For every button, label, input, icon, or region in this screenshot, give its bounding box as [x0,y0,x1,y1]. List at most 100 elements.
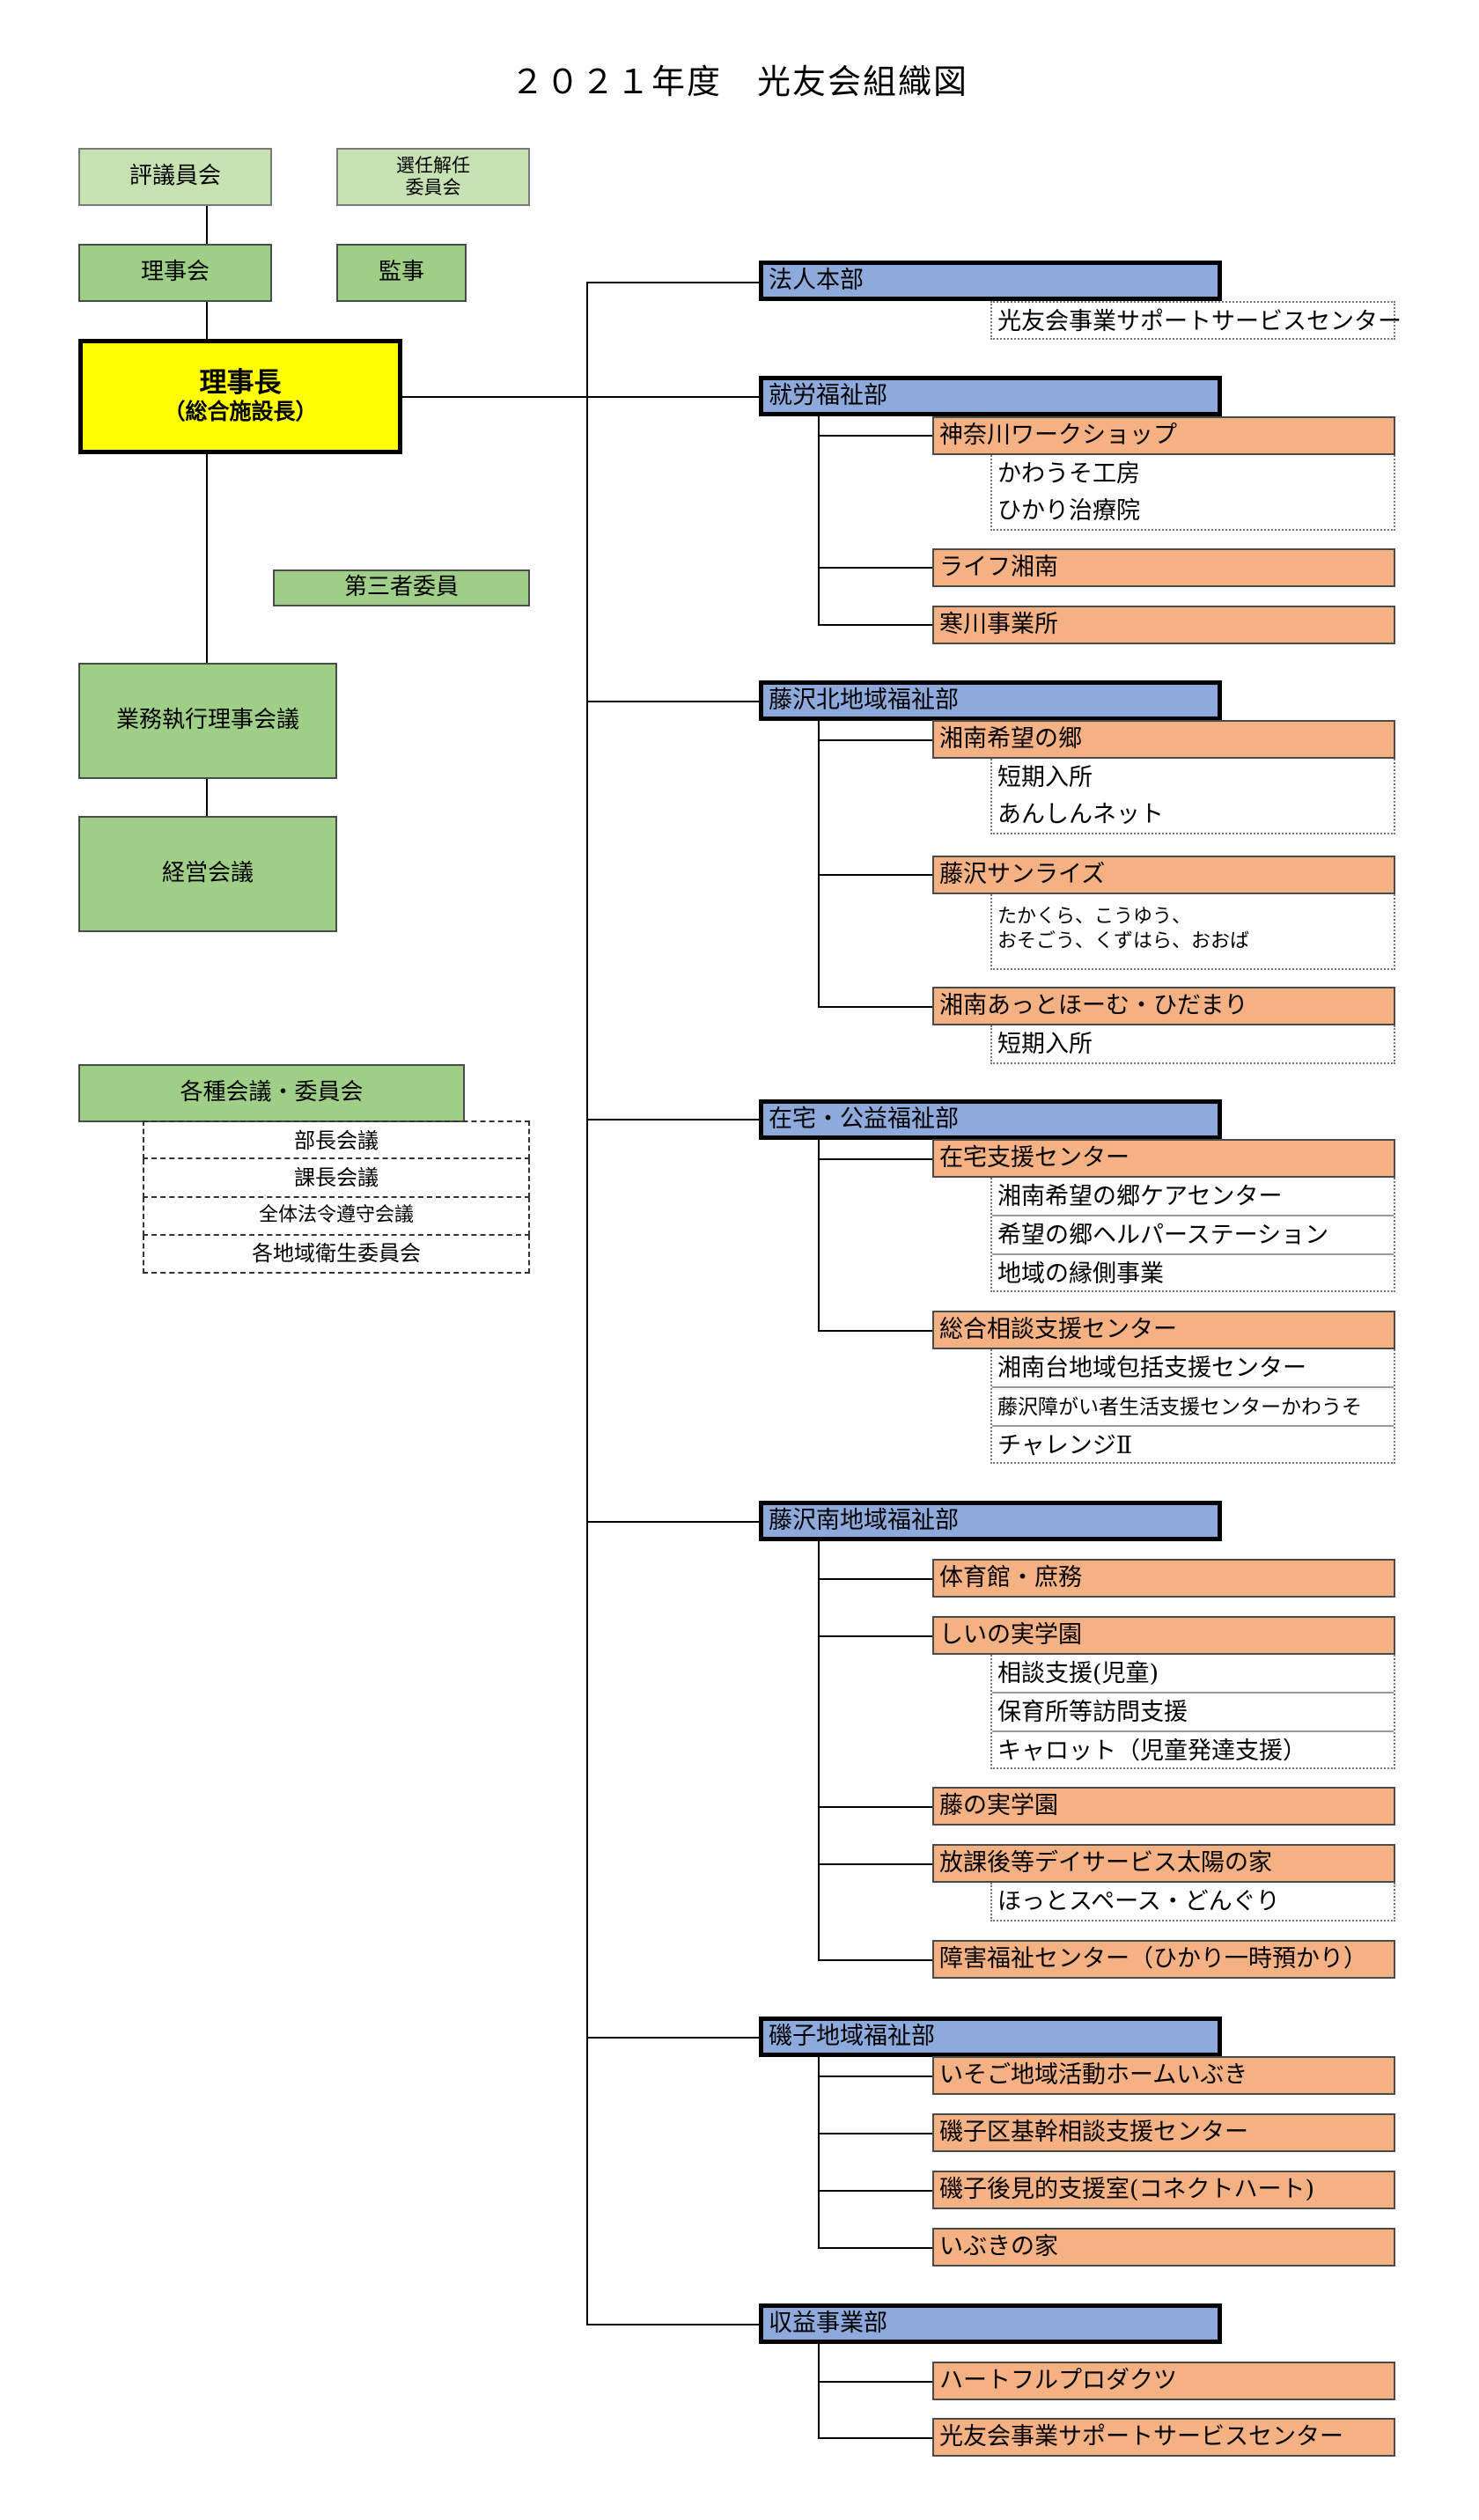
chairman-box: 理事長 （総合施設長） [78,339,402,454]
connector-line [586,282,759,283]
meeting-item: 全体法令遵守会議 [143,1197,530,1236]
department-box: 藤沢南地域福祉部 [759,1501,1222,1541]
connector-line [818,2057,820,2248]
meeting-item: 各地域衛生委員会 [143,1235,530,1274]
unit-box: いぶきの家 [932,2228,1395,2267]
unit-box: 障害福祉センター（ひかり一時預かり） [932,1940,1395,1979]
sub-item: 希望の郷ヘルパーステーション [992,1215,1394,1253]
chairman-subtitle: （総合施設長） [163,398,318,424]
connector-line [206,454,208,663]
chairman-title: 理事長 [199,367,282,400]
sub-item: チャレンジⅡ [992,1425,1394,1464]
sub-item: ほっとスペース・どんぐり [997,1888,1280,1915]
connector-line [818,2247,932,2249]
sub-item: 湘南台地域包括支援センター [997,1355,1306,1382]
connector-line [206,302,208,339]
department-box: 法人本部 [759,261,1222,301]
connector-line [818,1578,932,1580]
unit-box: ライフ湘南 [932,548,1395,587]
sub-item: 地域の縁側事業 [992,1253,1394,1292]
unit-box: 神奈川ワークショップ [932,416,1395,455]
connector-line [818,2190,932,2192]
sub-item-group: たかくら、こうゆう、 おそごう、くずはら、おおば [990,894,1395,970]
department-box: 就労福祉部 [759,376,1222,416]
unit-box: 湘南あっとほーむ・ひだまり [932,987,1395,1025]
sub-item-group: ほっとスペース・どんぐり [990,1883,1395,1921]
connector-line [818,2381,932,2383]
connector-line [818,1863,932,1865]
department-box: 収益事業部 [759,2303,1222,2344]
connector-line [586,2324,759,2325]
sub-item: 光友会事業サポートサービスセンター [997,308,1402,335]
sub-item: 相談支援(児童) [997,1660,1159,1687]
connector-line [818,1806,932,1808]
daisansha-box: 第三者委員 [273,569,530,606]
department-box: 磯子地域福祉部 [759,2017,1222,2057]
connector-line [206,206,208,244]
unit-box: 湘南希望の郷 [932,720,1395,759]
gyomu-shikko-box: 業務執行理事会議 [78,663,337,779]
sub-item: 短期入所 [997,1031,1093,1058]
connector-line [818,2133,932,2134]
kanji-box: 監事 [336,244,467,302]
department-box: 在宅・公益福祉部 [759,1099,1222,1140]
connector-line [818,874,932,876]
connector-line [818,624,932,626]
unit-box: 寒川事業所 [932,606,1395,644]
connector-line [818,435,932,437]
sub-item: 藤沢障がい者生活支援センターかわうそ [992,1386,1394,1425]
sennin-kainin-committee-box: 選任解任 委員会 [336,148,530,206]
connector-line [818,1140,820,1331]
connector-line [818,1330,932,1332]
unit-box: 磯子後見的支援室(コネクトハート) [932,2171,1395,2209]
connector-line [586,1119,759,1120]
connector-line [818,416,820,625]
connector-line [818,1635,932,1637]
connector-line [818,2437,932,2439]
connector-line [818,1959,932,1961]
connector-line [818,2076,932,2077]
sub-item-group: 短期入所 あんしんネット [990,759,1395,834]
sub-item: かわうそ工房 [997,460,1140,488]
connector-line [818,567,932,569]
unit-box: 放課後等デイサービス太陽の家 [932,1844,1395,1883]
sub-item: 短期入所 [997,764,1093,791]
sub-item: キャロット（児童発達支援） [992,1730,1394,1769]
unit-box: しいの実学園 [932,1616,1395,1655]
sub-item: あんしんネット [997,801,1164,828]
connector-line [402,396,587,398]
hyogiinkai-box: 評議員会 [78,148,272,206]
meetings-header-box: 各種会議・委員会 [78,1064,465,1122]
meeting-item: 課長会議 [143,1159,530,1198]
keiei-kaigi-box: 経営会議 [78,816,337,932]
department-box: 藤沢北地域福祉部 [759,680,1222,721]
connector-line [818,1006,932,1008]
connector-line [818,2344,820,2438]
unit-box: 光友会事業サポートサービスセンター [932,2418,1395,2457]
sub-item-group: かわうそ工房 ひかり治療院 [990,455,1395,531]
sub-item-group: 相談支援(児童) 保育所等訪問支援 キャロット（児童発達支援） [990,1655,1395,1769]
unit-box: 磯子区基幹相談支援センター [932,2113,1395,2152]
connector-line [586,2037,759,2039]
unit-box: いそご地域活動ホームいぶき [932,2056,1395,2095]
sub-item: 保育所等訪問支援 [992,1692,1394,1730]
sub-item-group: 湘南台地域包括支援センター 藤沢障がい者生活支援センターかわうそ チャレンジⅡ [990,1349,1395,1464]
unit-box: ハートフルプロダクツ [932,2362,1395,2400]
sub-item-group: 短期入所 [990,1025,1395,1064]
unit-box: 体育館・庶務 [932,1559,1395,1598]
connector-line [818,1158,932,1160]
connector-line [586,701,759,702]
unit-box: 在宅支援センター [932,1139,1395,1178]
page-title: ２０２１年度 光友会組織図 [510,62,968,101]
sub-item: 湘南希望の郷ケアセンター [997,1183,1283,1210]
connector-line [818,739,932,741]
sub-item-group: 光友会事業サポートサービスセンター [990,301,1402,340]
unit-box: 藤の実学園 [932,1787,1395,1826]
unit-box: 藤沢サンライズ [932,856,1395,894]
connector-line [586,1521,759,1523]
sub-item-group: 湘南希望の郷ケアセンター 希望の郷ヘルパーステーション 地域の縁側事業 [990,1178,1395,1292]
connector-line [818,721,820,1006]
rijikai-box: 理事会 [78,244,272,302]
unit-box: 総合相談支援センター [932,1311,1395,1349]
connector-line [818,1541,820,1960]
